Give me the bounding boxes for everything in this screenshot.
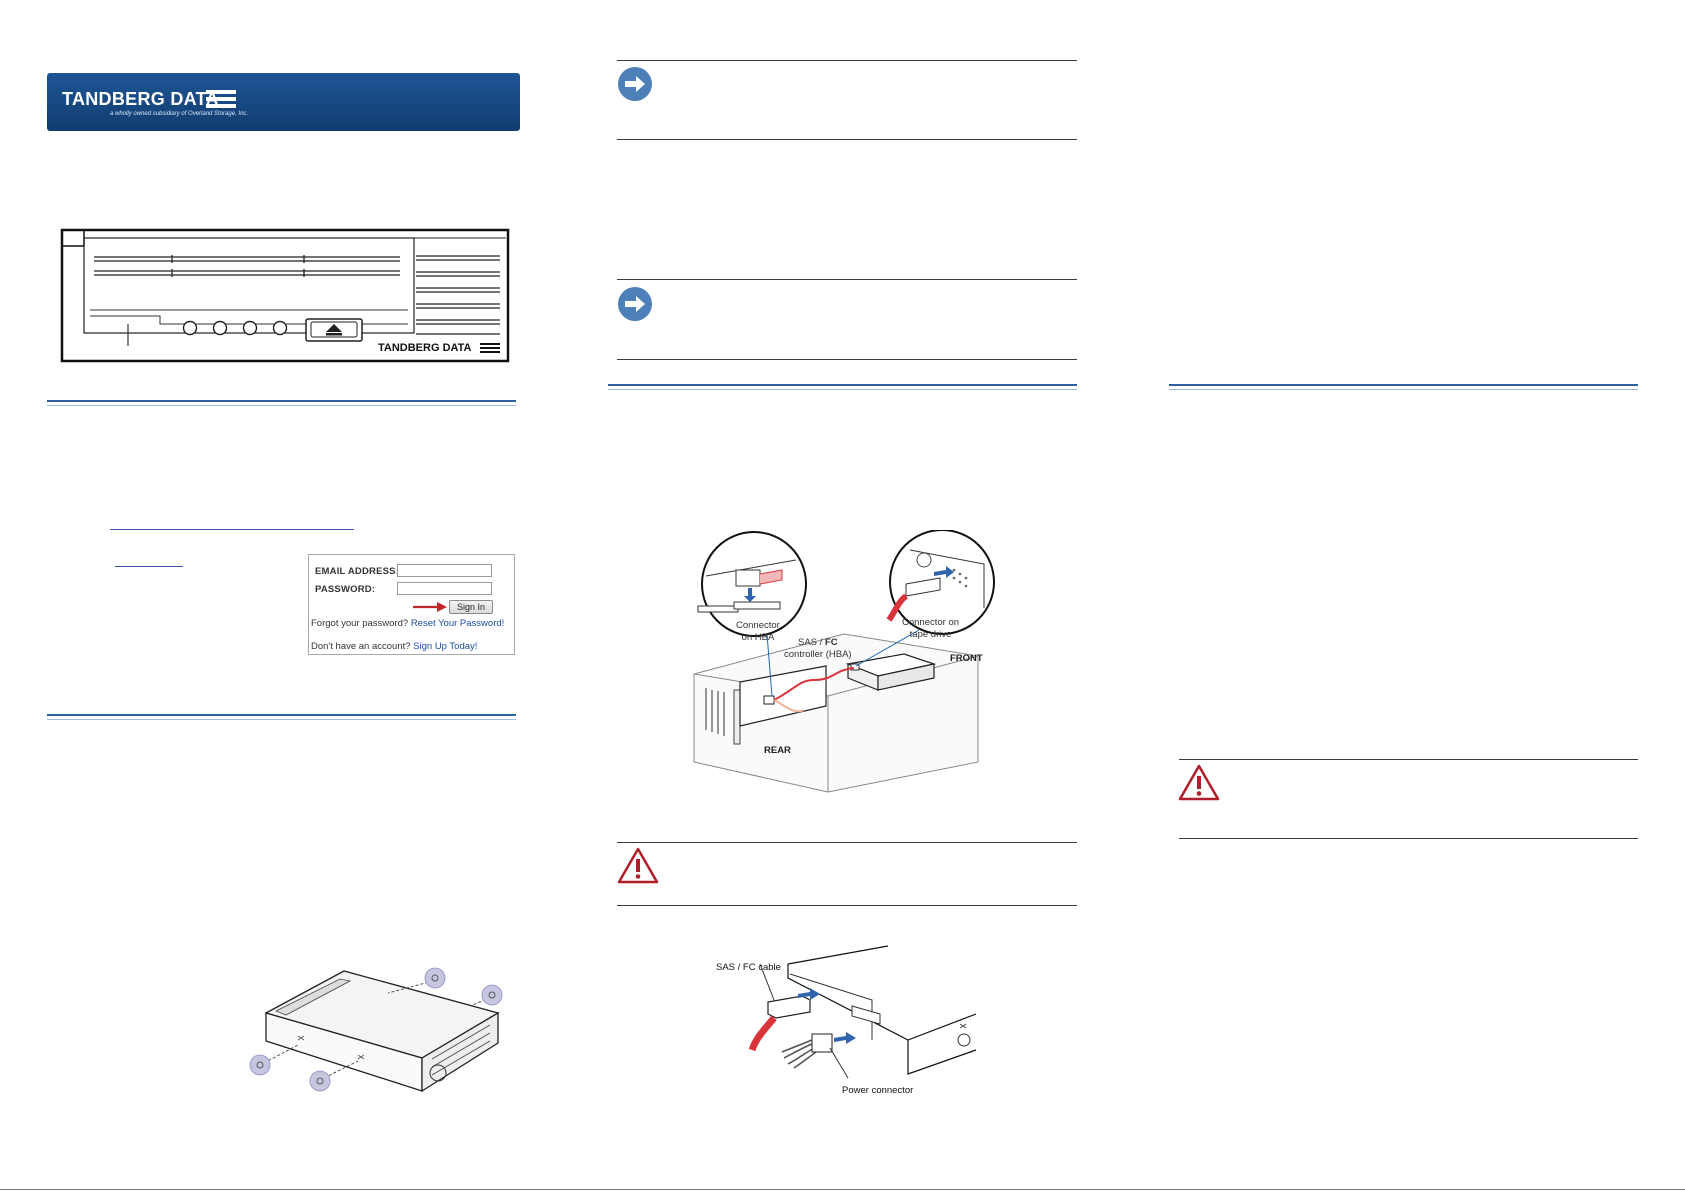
note-arrow-icon [618,287,652,321]
no-account-text: Don't have an account? [311,641,411,652]
section-divider [1169,384,1638,390]
note-arrow-icon [618,67,652,101]
rear-label: REAR [764,745,791,756]
brand-logo-icon [206,90,236,111]
hyperlink-underline[interactable] [115,566,183,567]
tape-drive-mounting-illustration [249,967,503,1093]
note-rule-top [617,279,1077,280]
page-bottom-edge [0,1189,1685,1190]
note-rule-top [617,60,1077,61]
caution-rule-top [1179,759,1638,760]
front-panel-logo: TANDBERG DATA [378,342,472,354]
login-form-screenshot: EMAIL ADDRESS: PASSWORD: Sign In Forgot … [308,554,515,655]
section-divider [608,384,1077,390]
email-field[interactable] [397,564,492,577]
password-field[interactable] [397,582,492,595]
email-label: EMAIL ADDRESS: [315,566,400,577]
caution-warning-icon [617,847,659,884]
note-rule-bottom [617,359,1077,360]
sign-up-link[interactable]: Sign Up Today! [413,641,478,652]
brand-tagline: a wholly owned subsidiary of Overland St… [110,111,249,117]
rear-connector-diagram: SAS / FC cable Power connector [712,944,982,1100]
caution-rule-bottom [1179,838,1638,839]
reset-password-link[interactable]: Reset Your Password! [410,618,505,629]
brand-name: TANDBERG DATA [62,89,219,109]
forgot-password-text: Forgot your password? [311,618,409,629]
hba-controller-bold: FC [824,637,838,648]
arrow-right-icon [413,602,447,612]
caution-rule-top [617,842,1077,843]
hba-controller-suffix: controller (HBA) [784,649,852,660]
hba-controller-prefix: SAS / [797,637,823,648]
note-rule-bottom [617,139,1077,140]
tape-drive-front-panel: TANDBERG DATA [60,228,510,363]
hyperlink-underline[interactable] [110,529,354,530]
section-divider [47,400,516,406]
front-label: FRONT [950,653,983,664]
section-divider [47,714,516,720]
power-connector-label: Power connector [842,1085,914,1096]
password-label: PASSWORD: [315,584,376,595]
brand-banner: TANDBERG DATA a wholly owned subsidiary … [47,73,520,131]
caution-warning-icon [1178,764,1220,801]
hba-controller-label: SAS / FC controller (HBA) [784,637,852,661]
sign-in-button[interactable]: Sign In [449,600,493,614]
sas-fc-cable-label: SAS / FC cable [716,962,781,973]
caution-rule-bottom [617,905,1077,906]
